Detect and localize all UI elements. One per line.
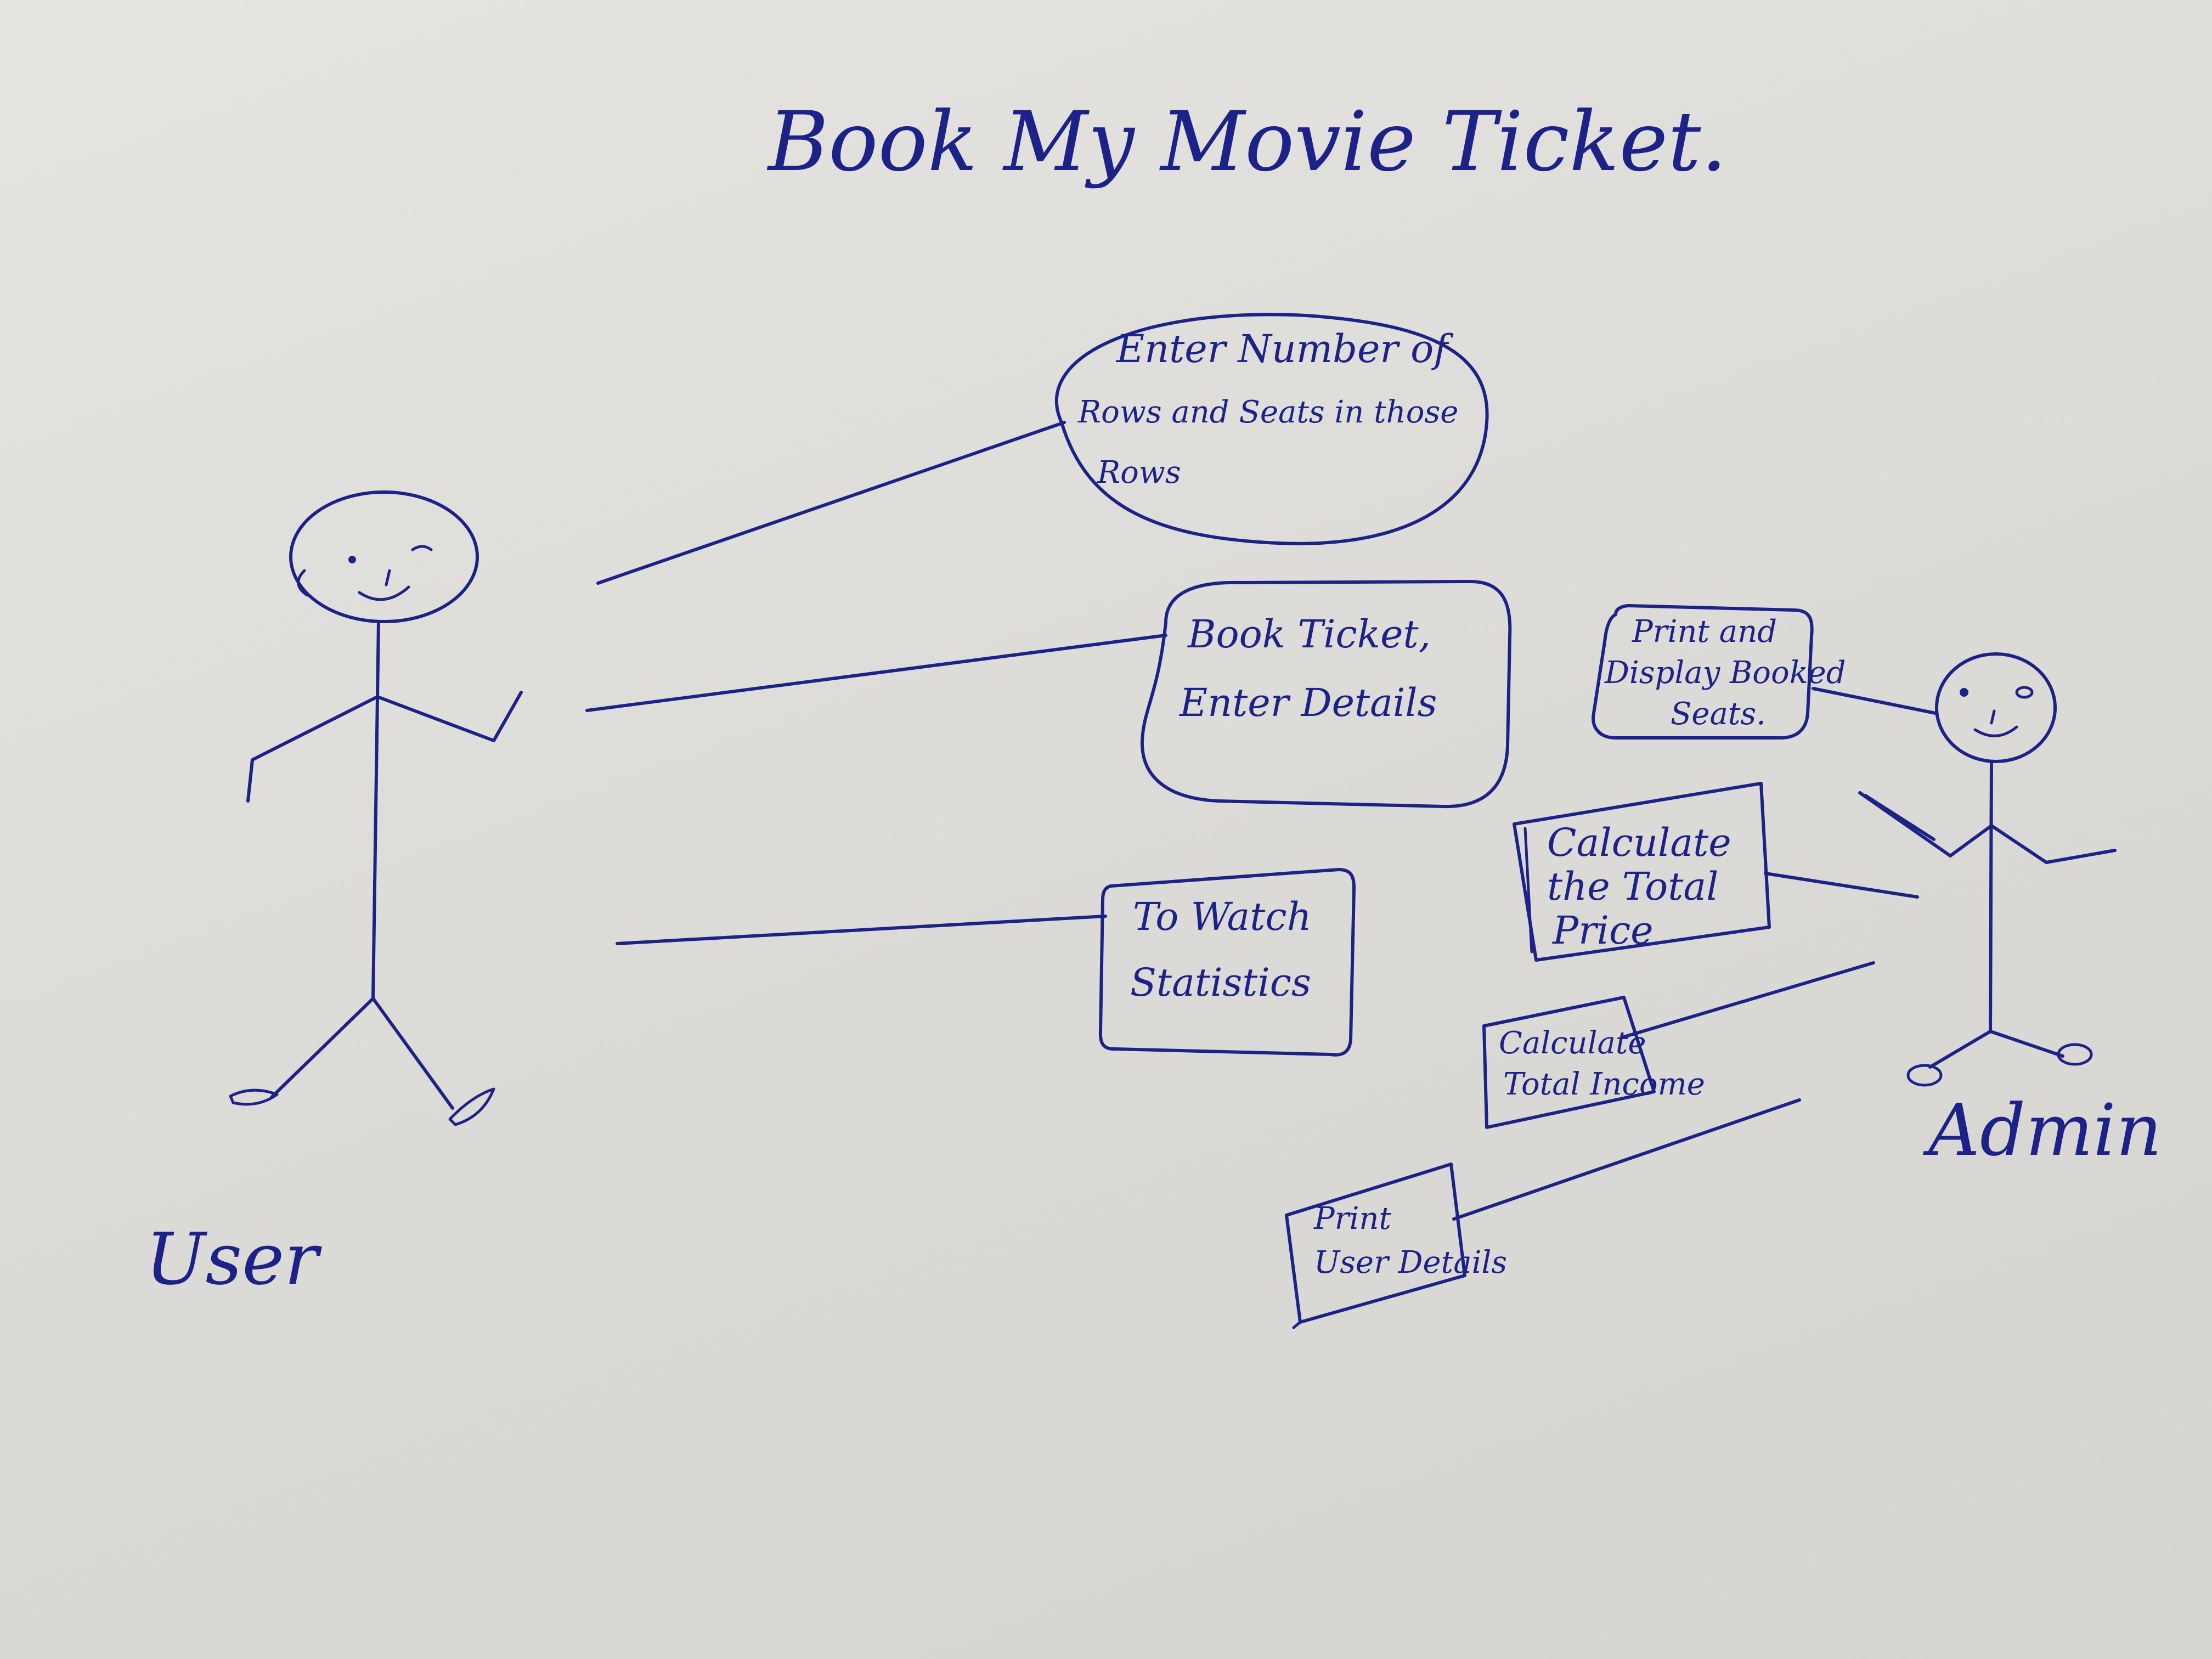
association-user-enter-rows	[596, 421, 1066, 585]
user-right-leg	[371, 997, 454, 1110]
diagram-title: Book My Movie Ticket.	[766, 94, 1727, 190]
user-ear	[297, 569, 309, 597]
use-case-enter-rows-line-3: Rows	[1097, 455, 1181, 490]
use-case-calculate-total-price: Calculate the Total Price	[1513, 782, 1771, 962]
use-case-calculate-total-income-shape	[1482, 996, 1656, 1129]
use-case-print-user-details-line-2: User Details	[1314, 1245, 1507, 1280]
use-case-enter-rows-line-1: Enter Number of	[1115, 326, 1454, 371]
admin-right-arm	[1990, 824, 2117, 864]
admin-smile	[1973, 725, 2018, 737]
use-case-watch-statistics-shape	[1098, 868, 1356, 1057]
use-case-book-ticket-line-2: Enter Details	[1178, 680, 1437, 725]
association-admin-print-booked-seats	[1812, 687, 1937, 715]
user-nose	[385, 569, 391, 586]
user-actor	[229, 490, 523, 1126]
user-head	[289, 490, 479, 623]
admin-left-eye	[1960, 688, 1968, 697]
use-case-calculate-total-price-edge	[1523, 827, 1533, 953]
admin-left-leg	[1928, 1030, 1992, 1069]
admin-actor	[1858, 652, 2117, 1087]
user-right-eye	[411, 545, 433, 551]
use-case-book-ticket: Book Ticket, Enter Details	[1140, 580, 1512, 809]
association-user-book-ticket	[585, 634, 1167, 712]
use-case-enter-rows-shape	[1054, 313, 1489, 545]
association-admin-calculate-total-price	[1764, 872, 1919, 899]
use-case-enter-rows-line-2: Rows and Seats in those	[1077, 394, 1458, 430]
use-case-print-booked-seats-line-3: Seats.	[1671, 696, 1766, 732]
use-case-calculate-total-price-line-3: Price	[1551, 908, 1654, 953]
use-case-print-user-details-shape	[1285, 1163, 1466, 1324]
use-case-print-booked-seats: Print and Display Booked Seats.	[1592, 604, 1846, 740]
user-right-foot	[448, 1087, 495, 1126]
admin-right-leg	[1989, 1030, 2064, 1058]
use-case-print-booked-seats-shape	[1592, 604, 1814, 740]
user-left-leg	[270, 997, 375, 1099]
user-body	[371, 620, 380, 1000]
use-case-watch-statistics: To Watch Statistics	[1098, 868, 1356, 1057]
user-right-arm	[376, 691, 523, 742]
use-case-calculate-total-income-line-1: Calculate	[1499, 1025, 1646, 1061]
use-case-book-ticket-line-1: Book Ticket,	[1187, 612, 1431, 657]
admin-right-foot	[2057, 1043, 2093, 1066]
use-case-book-ticket-shape	[1140, 580, 1512, 809]
use-case-print-booked-seats-line-1: Print and	[1632, 614, 1777, 650]
admin-left-foot	[1906, 1064, 1943, 1087]
use-case-print-user-details: Print User Details	[1285, 1163, 1507, 1329]
admin-label: Admin	[1923, 1088, 2162, 1172]
admin-left-arm-extra	[1864, 794, 1936, 841]
user-left-eye	[348, 556, 356, 563]
admin-right-eye	[2015, 686, 2034, 699]
admin-nose	[1990, 709, 1996, 725]
use-case-watch-statistics-line-2: Statistics	[1130, 960, 1311, 1005]
use-case-watch-statistics-line-1: To Watch	[1133, 894, 1312, 939]
association-admin-print-user-details	[1452, 1098, 1801, 1221]
user-left-arm	[246, 695, 379, 803]
use-case-print-user-details-line-1: Print	[1313, 1201, 1391, 1237]
use-case-calculate-total-price-line-1: Calculate	[1547, 820, 1731, 865]
admin-head	[1935, 652, 2057, 763]
user-smile	[358, 585, 410, 601]
use-case-calculate-total-price-line-2: the Total	[1547, 864, 1719, 909]
use-case-print-user-details-corner	[1292, 1321, 1302, 1329]
use-case-calculate-total-income-line-2: Total Income	[1503, 1066, 1705, 1102]
use-case-enter-rows: Enter Number of Rows and Seats in those …	[1054, 313, 1489, 545]
association-admin-calculate-total-income	[1622, 961, 1875, 1039]
admin-left-arm	[1858, 791, 1993, 857]
admin-body	[1989, 760, 1993, 1033]
user-left-foot	[229, 1088, 279, 1106]
user-label: User	[145, 1217, 322, 1301]
use-case-calculate-total-income: Calculate Total Income	[1482, 996, 1705, 1129]
association-user-watch-statistics	[616, 915, 1107, 945]
use-case-print-booked-seats-line-2: Display Booked	[1604, 655, 1846, 691]
